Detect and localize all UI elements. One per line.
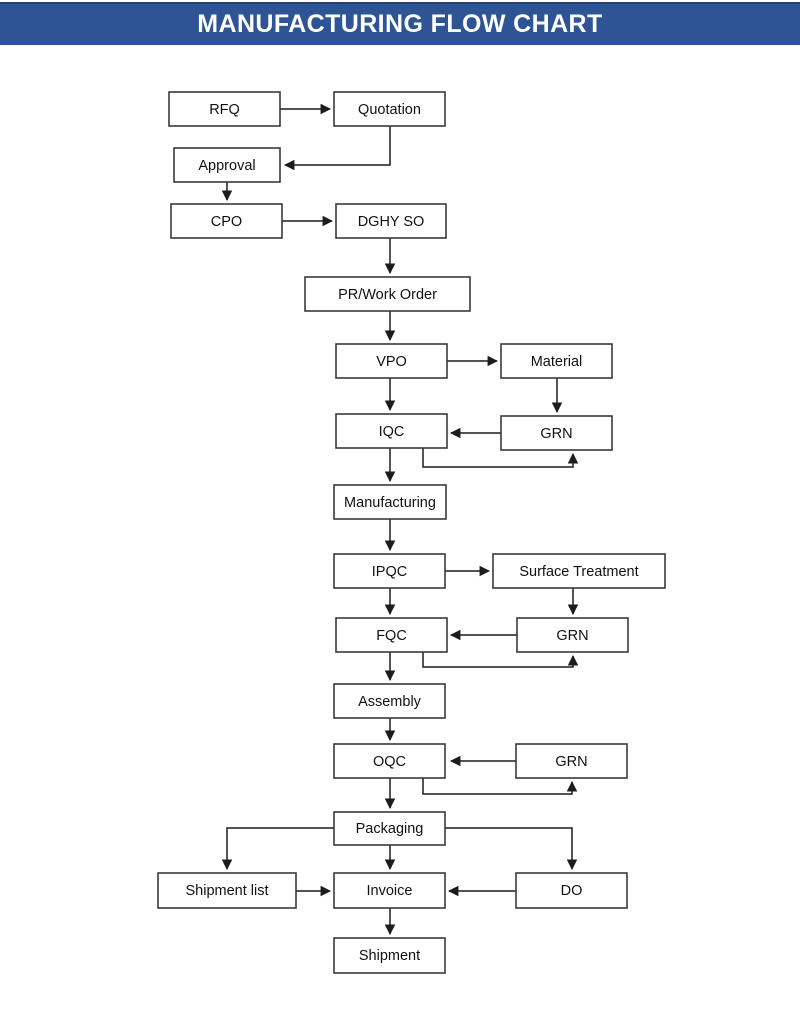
node-material[interactable]: Material bbox=[500, 343, 613, 379]
node-dghy-so[interactable]: DGHY SO bbox=[335, 203, 447, 239]
node-manufacturing[interactable]: Manufacturing bbox=[333, 484, 447, 520]
node-fqc[interactable]: FQC bbox=[335, 617, 448, 653]
node-label: Invoice bbox=[367, 883, 413, 899]
node-label: Quotation bbox=[358, 102, 421, 118]
node-label: GRN bbox=[556, 628, 588, 644]
node-label: Manufacturing bbox=[344, 495, 436, 511]
node-label: RFQ bbox=[209, 102, 240, 118]
node-oqc[interactable]: OQC bbox=[333, 743, 446, 779]
edge-fqc-grn2-feedback bbox=[422, 652, 579, 668]
node-label: DO bbox=[561, 883, 583, 899]
header-banner: MANUFACTURING FLOW CHART bbox=[0, 2, 800, 45]
edge-iqc-grn1-feedback bbox=[422, 448, 579, 468]
node-label: Material bbox=[531, 354, 583, 370]
node-grn-3[interactable]: GRN bbox=[515, 743, 628, 779]
node-label: Surface Treatment bbox=[519, 564, 638, 580]
node-label: FQC bbox=[376, 628, 407, 644]
node-label: CPO bbox=[211, 214, 242, 230]
node-shipment-list[interactable]: Shipment list bbox=[157, 872, 297, 909]
node-label: GRN bbox=[540, 426, 572, 442]
node-label: DGHY SO bbox=[358, 214, 425, 230]
edge-quotation-approval bbox=[283, 126, 391, 171]
node-packaging[interactable]: Packaging bbox=[333, 811, 446, 846]
node-rfq[interactable]: RFQ bbox=[168, 91, 281, 127]
node-invoice[interactable]: Invoice bbox=[333, 872, 446, 909]
node-assembly[interactable]: Assembly bbox=[333, 683, 446, 719]
node-iqc[interactable]: IQC bbox=[335, 413, 448, 449]
node-surface-treatment[interactable]: Surface Treatment bbox=[492, 553, 666, 589]
node-grn-2[interactable]: GRN bbox=[516, 617, 629, 653]
node-ipqc[interactable]: IPQC bbox=[333, 553, 446, 589]
node-label: OQC bbox=[373, 754, 406, 770]
edges-layer bbox=[221, 103, 579, 936]
node-quotation[interactable]: Quotation bbox=[333, 91, 446, 127]
nodes-layer: RFQ Quotation Approval CPO DGHY SO PR/Wo… bbox=[157, 91, 666, 974]
node-do[interactable]: DO bbox=[515, 872, 628, 909]
node-label: IQC bbox=[379, 424, 405, 440]
node-label: Packaging bbox=[356, 821, 424, 837]
node-label: PR/Work Order bbox=[338, 287, 437, 303]
node-label: Assembly bbox=[358, 694, 422, 710]
node-label: VPO bbox=[376, 354, 407, 370]
node-label: Approval bbox=[198, 158, 255, 174]
node-approval[interactable]: Approval bbox=[173, 147, 281, 183]
flowchart-canvas: RFQ Quotation Approval CPO DGHY SO PR/Wo… bbox=[157, 91, 666, 974]
node-vpo[interactable]: VPO bbox=[335, 343, 448, 379]
edge-packaging-do bbox=[445, 827, 578, 871]
node-label: GRN bbox=[555, 754, 587, 770]
node-label: IPQC bbox=[372, 564, 407, 580]
node-shipment[interactable]: Shipment bbox=[333, 937, 446, 974]
node-label: Shipment bbox=[359, 948, 420, 964]
edge-oqc-grn3-feedback bbox=[422, 778, 578, 795]
node-cpo[interactable]: CPO bbox=[170, 203, 283, 239]
edge-packaging-shipmentlist bbox=[221, 827, 334, 871]
node-grn-1[interactable]: GRN bbox=[500, 415, 613, 451]
node-label: Shipment list bbox=[185, 883, 268, 899]
page-title: MANUFACTURING FLOW CHART bbox=[197, 10, 603, 38]
node-pr-work-order[interactable]: PR/Work Order bbox=[304, 276, 471, 312]
